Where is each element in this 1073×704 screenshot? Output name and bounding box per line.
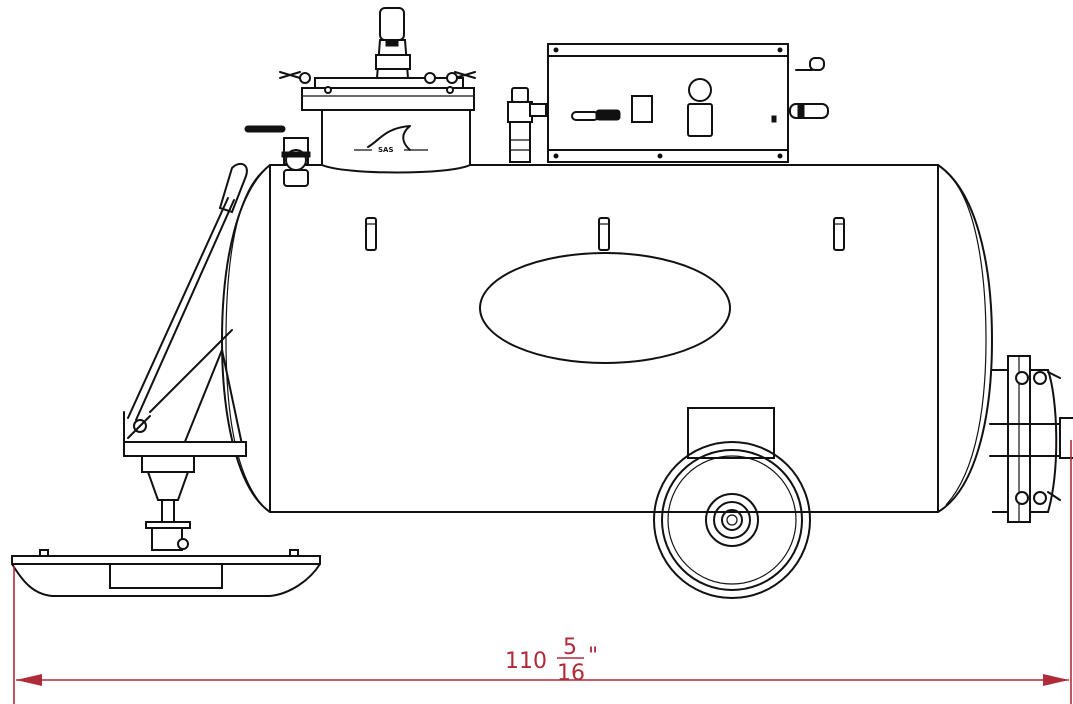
wheel-assembly [653,407,811,599]
dimension-arrow-right [1043,674,1069,686]
dimension-arrow-left [16,674,42,686]
base-skid [11,549,321,597]
dimension-numerator: 5 [563,635,577,660]
left-valve [244,125,311,187]
dimension-unit: " [588,644,598,669]
tank-logo-text: SAS [378,146,394,154]
tank-body [221,164,993,513]
dimension-denominator: 16 [557,661,585,686]
control-box [547,43,829,163]
manway-oval [479,252,731,364]
tow-tongue [123,162,248,551]
top-hatch: SAS [279,7,476,174]
end-hatch [989,355,1073,523]
dimension-whole: 110 [505,649,547,674]
vertical-valve [507,87,547,163]
overall-length-dimension: 110 5 16 " [13,440,1072,704]
tank-slots [365,217,845,251]
